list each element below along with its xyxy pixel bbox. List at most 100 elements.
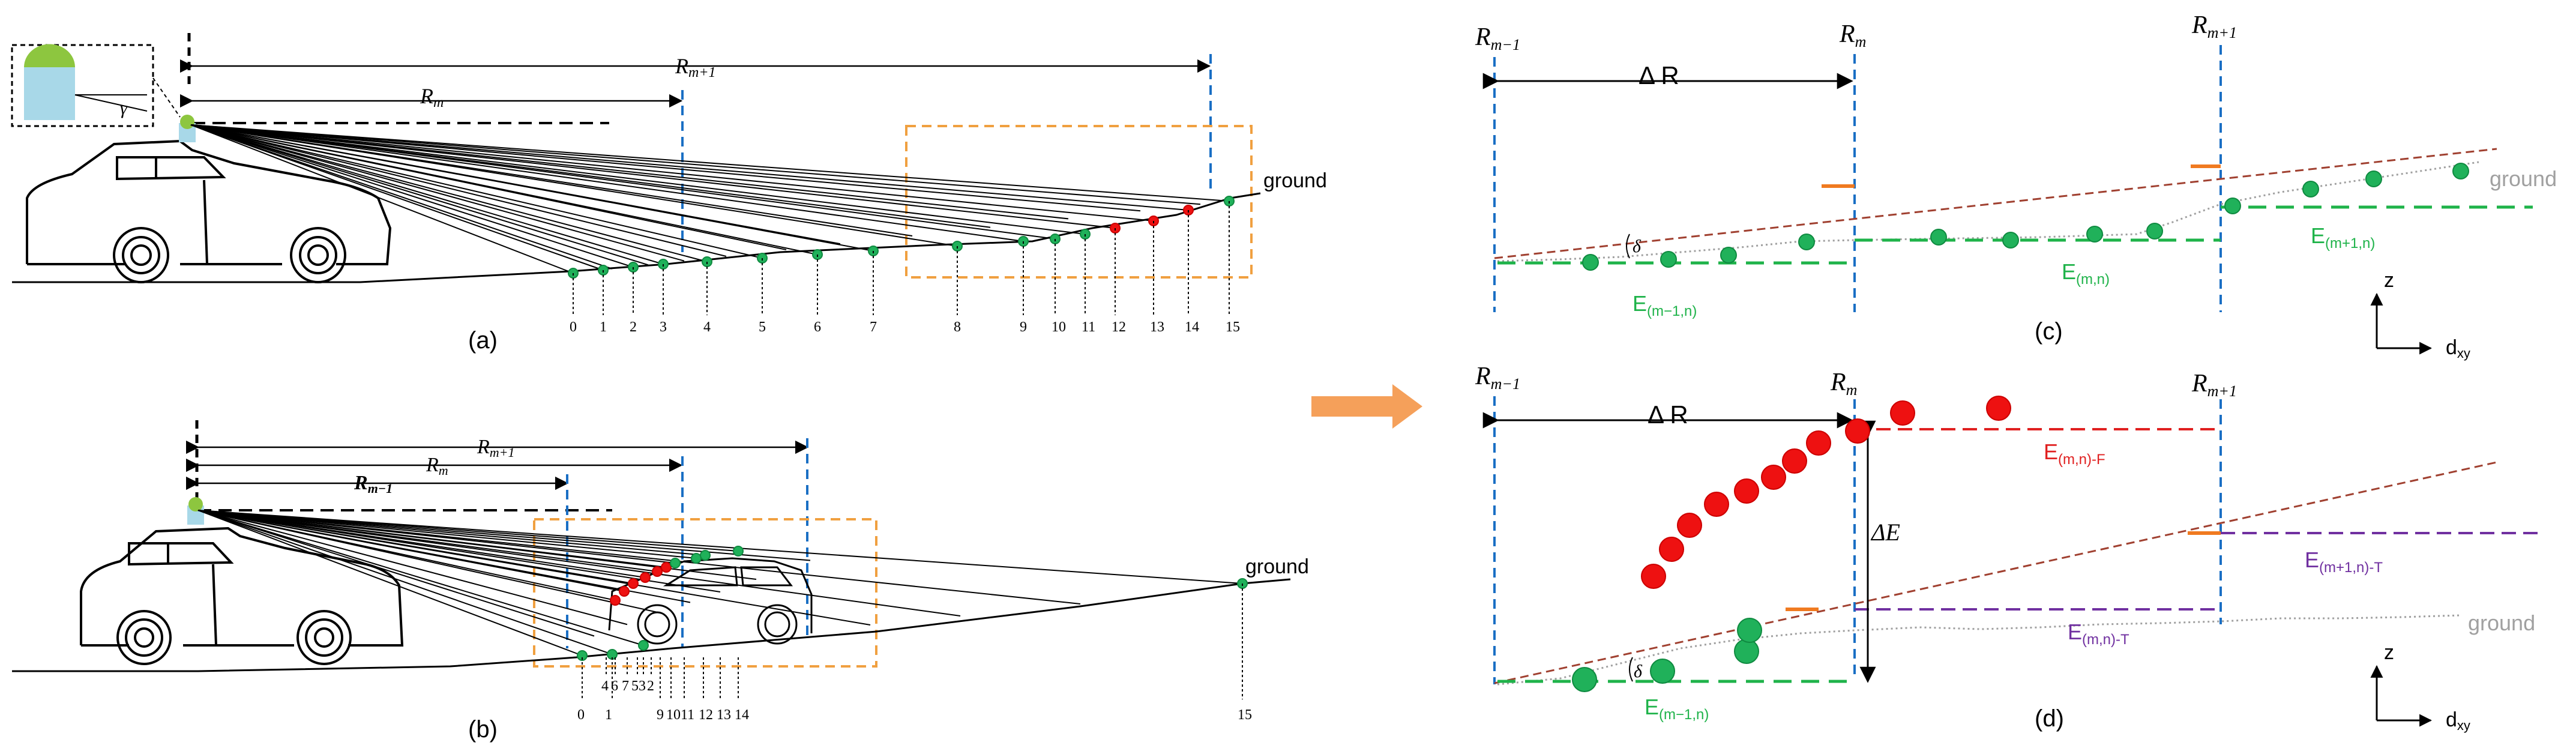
ray-a-1 [190,124,604,271]
tick-label-b-4: 7 [622,678,629,694]
tick-label-b-9: 10 [666,707,681,723]
tick-label-a-11: 11 [1082,319,1095,335]
rmm1-label-d: Rm−1 [1475,363,1520,393]
region-box-b [533,518,877,668]
point-b-10 [691,553,702,564]
axes-icon-d [2370,665,2433,727]
sensor-inset-box [11,44,154,127]
ray-a-extra-9 [190,124,1141,212]
point-b-12 [733,546,744,556]
rm1-label-a: Rm+1 [675,54,716,80]
ground-label-d: ground [2468,611,2535,635]
dxy-label-d: dxy [2446,708,2470,733]
panel-a: γ Rm+1 Rm [11,33,1327,354]
tick-label-a-12: 12 [1112,319,1126,335]
red-point-d-8 [1845,418,1870,444]
green-point-d-2 [1734,639,1759,664]
points-c [1582,163,2469,271]
tick-label-b-12: 13 [717,707,731,723]
point-c-10 [2365,170,2382,187]
red-point-d-3 [1704,492,1729,517]
tick-label-a-10: 10 [1052,319,1066,335]
ray-a-15 [190,124,1230,202]
ray-a-11 [190,124,1086,235]
e-mm1n-label-c: E(m−1,n) [1633,291,1697,319]
ray-a-extra-4 [190,124,787,251]
ray-a-extra-2 [190,124,685,262]
ray-a-extra-6 [190,124,913,237]
rm1-label-c: Rm+1 [2191,11,2237,41]
ray-b-extra-2 [197,510,661,614]
panel-d-label: (d) [2035,705,2064,732]
rm1-label-d: Rm+1 [2191,370,2237,400]
tick-label-a-9: 9 [1020,319,1027,335]
point-c-3 [1798,234,1815,250]
ray-a-extra-7 [190,124,991,228]
ray-b-extra-5 [197,510,757,580]
point-c-11 [2452,163,2469,179]
ray-a-2 [190,124,634,268]
rmm1-label-c: Rm−1 [1475,23,1520,53]
point-b-3 [619,586,630,597]
point-c-6 [2086,226,2103,243]
ground-label-b: ground [1245,555,1309,578]
ray-b-10 [197,510,697,559]
ray-b-8 [197,510,644,646]
laser-rays-b [197,510,1243,656]
ray-a-extra-10 [190,124,1201,205]
rm-label-a: Rm [420,84,444,110]
point-c-5 [2002,232,2019,249]
red-point-d-9 [1890,400,1915,426]
red-point-d-5 [1761,465,1786,490]
ray-b-extra-1 [197,510,628,626]
point-b-7 [661,562,672,573]
ray-b-13 [197,510,1243,584]
green-point-d-3 [1737,618,1762,643]
panel-c-label: (c) [2035,318,2063,345]
sensor-b-dome-icon [188,497,203,511]
ray-b-0 [197,510,583,656]
tick-label-a-7: 7 [870,319,877,335]
ray-b-extra-9 [197,510,1081,605]
rmm1-label-b: Rm−1 [354,472,393,496]
delta-arc-c [1626,234,1630,259]
point-b-6 [652,566,663,577]
panel-b: Rm+1 Rm Rm−1 [12,420,1309,743]
tick-label-a-0: 0 [570,319,577,335]
tick-label-a-4: 4 [703,319,711,335]
point-b-4 [628,578,639,589]
tick-label-b-8: 9 [657,707,664,723]
tick-label-b-14: 15 [1238,707,1252,723]
tick-label-a-3: 3 [660,319,667,335]
rm-label-b: Rm [426,454,448,478]
rm-label-c: Rm [1839,20,1866,50]
point-b-2 [610,595,621,606]
inset-angle-line [74,94,148,112]
ray-b-1 [197,510,613,655]
tick-label-a-1: 1 [600,319,607,335]
laser-rays-a [190,124,1230,274]
ray-a-3 [190,124,664,265]
slope-line-c [1494,148,2497,259]
points-d [1572,396,2011,692]
gamma-label: γ [120,98,128,118]
tick-label-b-2: 4 [601,678,609,694]
tick-label-a-13: 13 [1150,319,1164,335]
point-c-4 [1930,229,1947,246]
rm1-label-b: Rm+1 [477,436,515,460]
ray-a-12 [190,124,1116,229]
delta-label-c: δ [1633,237,1642,256]
ray-a-extra-8 [190,124,1069,220]
e-mm1n-label-d: E(m−1,n) [1645,695,1709,723]
delta-arc-d [1629,657,1633,682]
transition-arrow [1311,384,1422,429]
ray-a-extra-1 [190,124,649,266]
ray-a-14 [190,124,1189,211]
dxy-label-c: dxy [2446,336,2470,361]
tick-label-b-13: 14 [735,707,749,723]
tick-label-b-7: 2 [647,678,654,694]
tick-label-a-5: 5 [759,319,766,335]
